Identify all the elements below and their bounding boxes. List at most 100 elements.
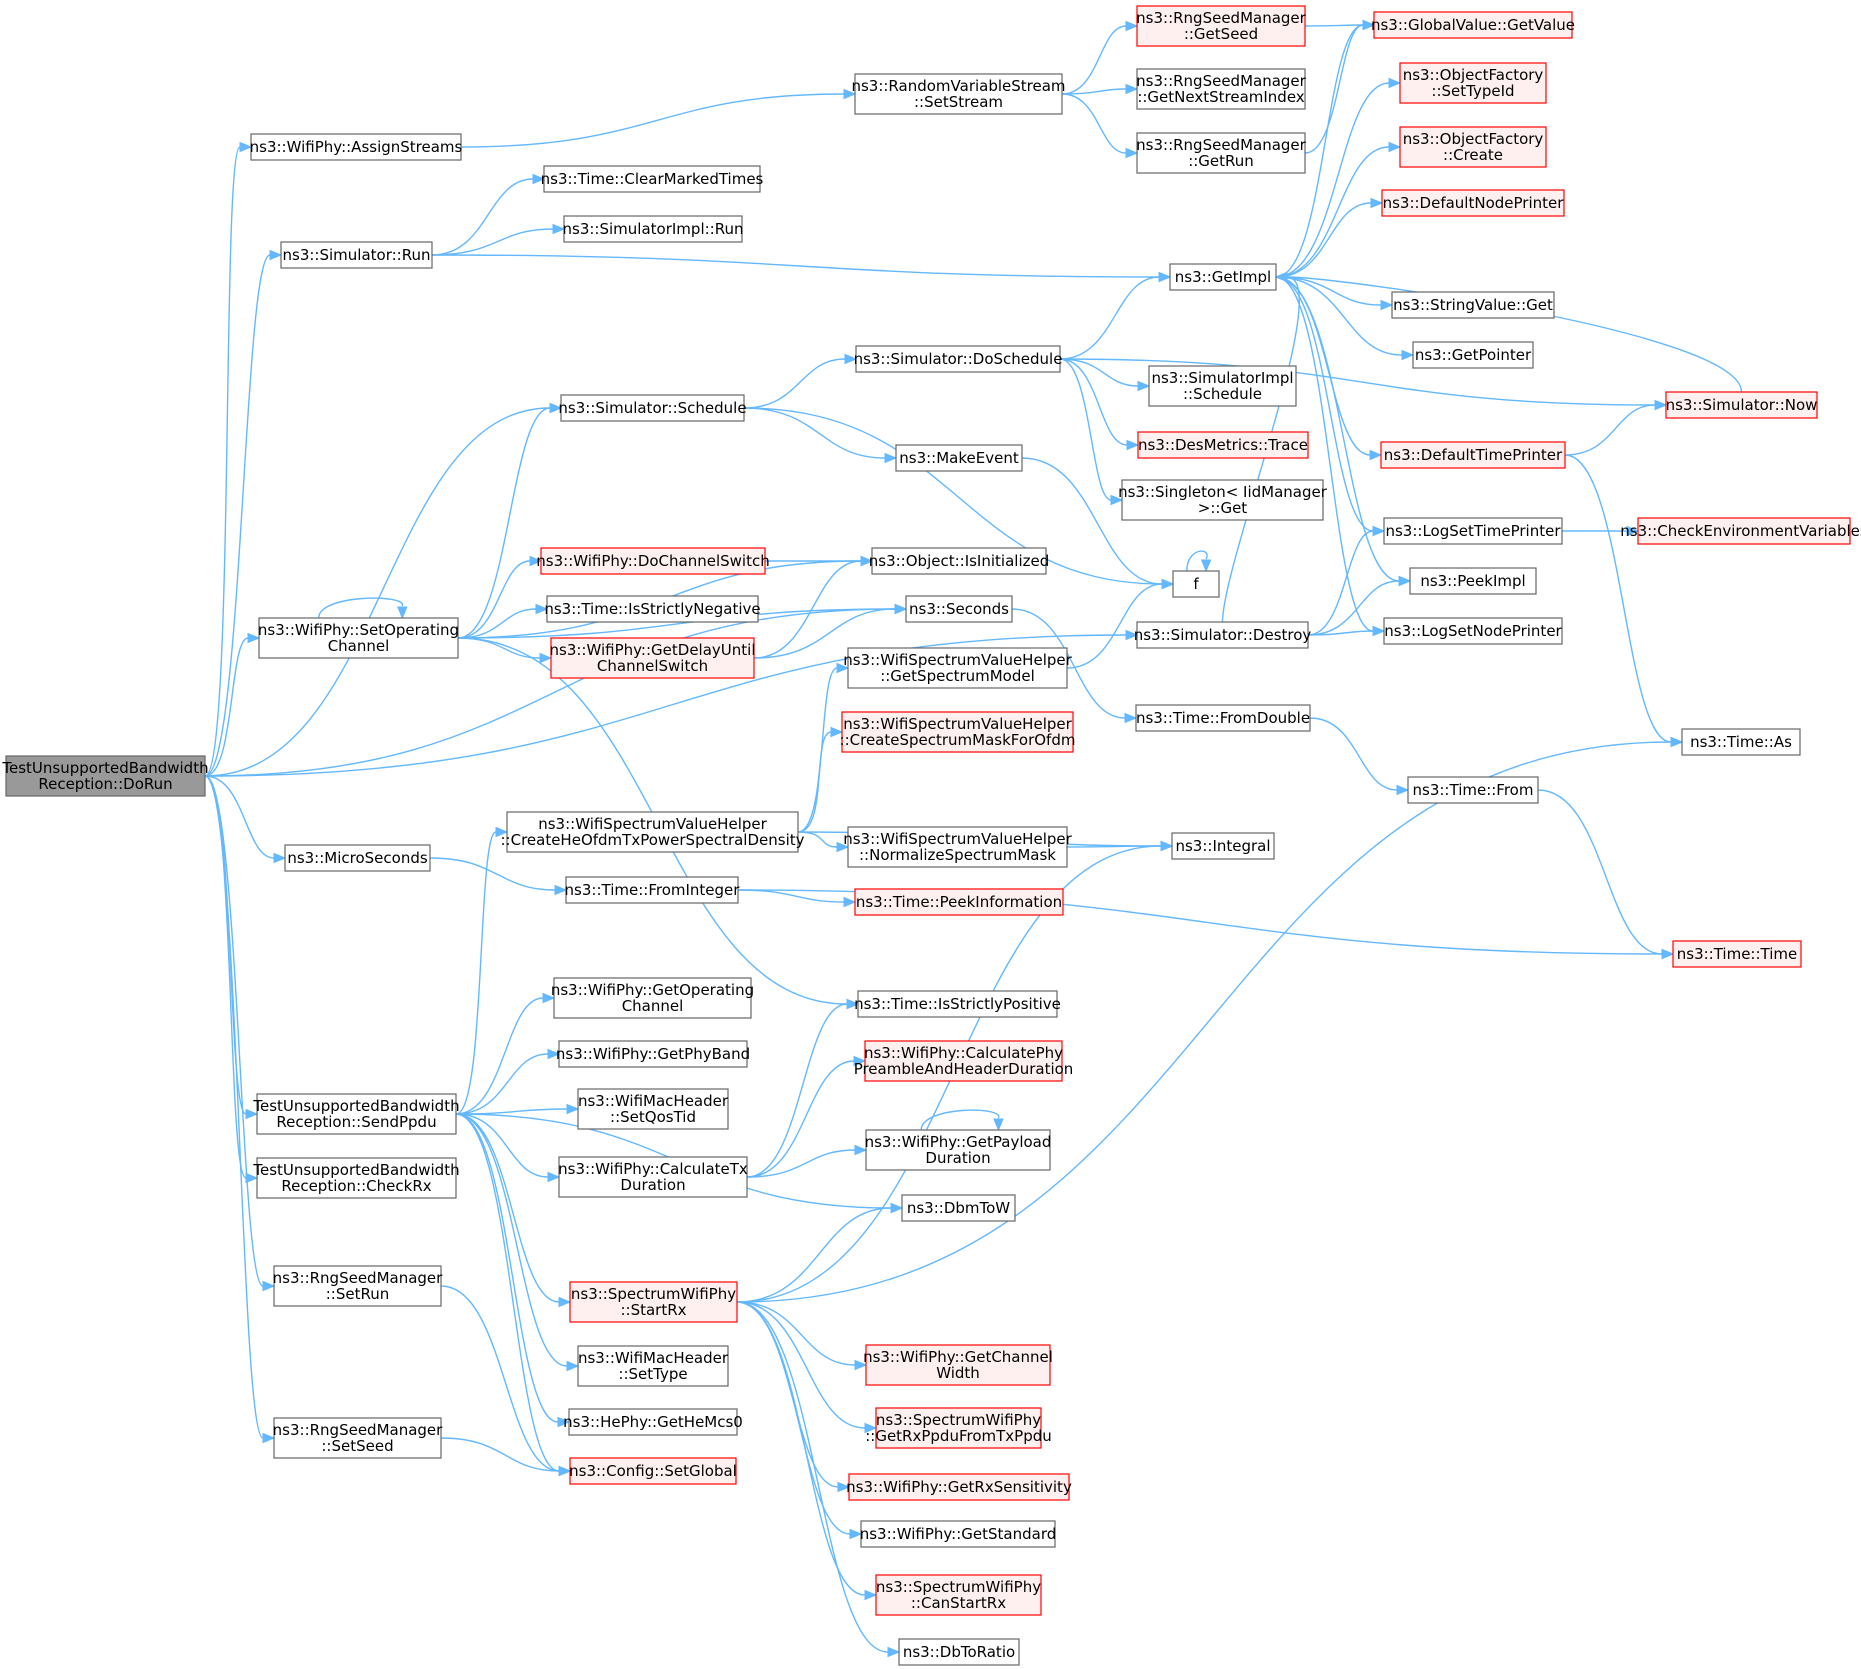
node-simimplrun[interactable]: ns3::SimulatorImpl::Run [563, 215, 744, 243]
node-getstd[interactable]: ns3::WifiPhy::GetStandard [860, 1520, 1057, 1548]
node-calctx-label-0: ns3::WifiPhy::CalculateTx [558, 1160, 748, 1178]
node-logsettime[interactable]: ns3::LogSetTimePrinter [1383, 517, 1563, 545]
edge-getimpl-to-ofsettypeid [1275, 77, 1402, 278]
node-peekimpl[interactable]: ns3::PeekImpl [1409, 567, 1537, 595]
node-calcpre[interactable]: ns3::WifiPhy::CalculatePhyPreambleAndHea… [854, 1040, 1074, 1082]
node-singleton[interactable]: ns3::Singleton< IidManager>::Get [1118, 479, 1328, 521]
node-timetime[interactable]: ns3::Time::Time [1672, 940, 1802, 968]
node-getrxsens[interactable]: ns3::WifiPhy::GetRxSensitivity [846, 1473, 1072, 1501]
edge-calctx-to-strpos [746, 998, 860, 1178]
node-strneg-box [546, 595, 759, 623]
node-clearmarked[interactable]: ns3::Time::ClearMarkedTimes [541, 165, 764, 193]
node-settype[interactable]: ns3::WifiMacHeader::SetType [577, 1345, 729, 1387]
node-stringvalueget[interactable]: ns3::StringValue::Get [1391, 291, 1555, 319]
node-setglobal[interactable]: ns3::Config::SetGlobal [569, 1457, 737, 1485]
node-destrace[interactable]: ns3::DesMetrics::Trace [1137, 431, 1309, 459]
node-setrun[interactable]: ns3::RngSeedManager::SetRun [273, 1265, 444, 1307]
node-assign[interactable]: ns3::WifiPhy::AssignStreams [250, 133, 463, 161]
node-getseed[interactable]: ns3::RngSeedManager::GetSeed [1136, 5, 1307, 47]
node-seconds[interactable]: ns3::Seconds [905, 595, 1013, 623]
node-sendppdu[interactable]: TestUnsupportedBandwidthReception::SendP… [252, 1093, 460, 1135]
node-setglobal-box [569, 1457, 737, 1485]
node-dbmtow[interactable]: ns3::DbmToW [901, 1194, 1016, 1222]
node-gethemcs0[interactable]: ns3::HePhy::GetHeMcs0 [563, 1408, 743, 1436]
node-micro[interactable]: ns3::MicroSeconds [284, 844, 431, 872]
node-createhe-box [506, 811, 799, 853]
node-startrx[interactable]: ns3::SpectrumWifiPhy::StartRx [569, 1281, 738, 1323]
node-createmask[interactable]: ns3::WifiSpectrumValueHelper::CreateSpec… [840, 711, 1076, 753]
node-isinit[interactable]: ns3::Object::IsInitialized [869, 547, 1049, 575]
node-peekinfo[interactable]: ns3::Time::PeekInformation [854, 888, 1064, 916]
node-timetime-box [1672, 940, 1802, 968]
node-getimpl[interactable]: ns3::GetImpl [1169, 263, 1277, 291]
node-getphyband[interactable]: ns3::WifiPhy::GetPhyBand [556, 1040, 750, 1068]
node-peekinfo-label-0: ns3::Time::PeekInformation [856, 893, 1062, 911]
node-deftimeprinter[interactable]: ns3::DefaultTimePrinter [1380, 441, 1566, 469]
node-simsched[interactable]: ns3::Simulator::Schedule [558, 394, 747, 422]
node-getpayload-box [865, 1129, 1051, 1171]
node-strpos[interactable]: ns3::Time::IsStrictlyPositive [854, 990, 1061, 1018]
node-timeas[interactable]: ns3::Time::As [1681, 728, 1801, 756]
edge-dosched-to-simimplsched [1059, 358, 1151, 392]
edge-destroy-to-logsettime [1307, 525, 1386, 636]
node-setseed[interactable]: ns3::RngSeedManager::SetSeed [273, 1417, 444, 1459]
node-timefrom[interactable]: ns3::Time::From [1407, 776, 1539, 804]
node-getdelay-label-1: ChannelSwitch [597, 657, 708, 675]
node-getimpl-label-0: ns3::GetImpl [1175, 268, 1271, 286]
node-dochsw[interactable]: ns3::WifiPhy::DoChannelSwitch [536, 547, 770, 575]
node-root-box [5, 755, 206, 797]
node-getspecmodel[interactable]: ns3::WifiSpectrumValueHelper::GetSpectru… [843, 647, 1073, 689]
node-getnextstream[interactable]: ns3::RngSeedManager::GetNextStreamIndex [1136, 68, 1307, 110]
node-logsettime-box [1383, 517, 1563, 545]
node-ofsettypeid[interactable]: ns3::ObjectFactory::SetTypeId [1399, 62, 1547, 104]
node-gvgetvalue[interactable]: ns3::GlobalValue::GetValue [1371, 11, 1575, 39]
node-dosched[interactable]: ns3::Simulator::DoSchedule [854, 345, 1063, 373]
node-destroy[interactable]: ns3::Simulator::Destroy [1134, 621, 1312, 649]
node-canstartrx[interactable]: ns3::SpectrumWifiPhy::CanStartRx [875, 1574, 1042, 1616]
node-sendppdu-label-0: TestUnsupportedBandwidth [252, 1097, 459, 1115]
node-simnow[interactable]: ns3::Simulator::Now [1665, 391, 1818, 419]
node-checkrx[interactable]: TestUnsupportedBandwidthReception::Check… [252, 1157, 460, 1199]
node-simimplsched[interactable]: ns3::SimulatorImpl::Schedule [1148, 365, 1297, 407]
node-getrun[interactable]: ns3::RngSeedManager::GetRun [1136, 132, 1307, 174]
node-ofcreate[interactable]: ns3::ObjectFactory::Create [1399, 126, 1547, 168]
node-getrxppdu[interactable]: ns3::SpectrumWifiPhy::GetRxPpduFromTxPpd… [865, 1407, 1052, 1449]
node-setqostid[interactable]: ns3::WifiMacHeader::SetQosTid [577, 1088, 729, 1130]
node-strpos-label-0: ns3::Time::IsStrictlyPositive [854, 995, 1061, 1013]
node-singleton-label-1: >::Get [1198, 499, 1248, 517]
node-simimplrun-box [563, 215, 743, 243]
node-f-label-0: f [1193, 575, 1199, 593]
node-createhe[interactable]: ns3::WifiSpectrumValueHelper::CreateHeOf… [500, 811, 805, 853]
node-gvgetvalue-label-0: ns3::GlobalValue::GetValue [1371, 16, 1575, 34]
edge-destroy-to-peekimpl [1307, 575, 1412, 636]
node-getpointer[interactable]: ns3::GetPointer [1412, 341, 1534, 369]
node-fromint-box [565, 876, 739, 904]
node-makeevent[interactable]: ns3::MakeEvent [895, 444, 1023, 472]
node-singleton-box [1121, 479, 1324, 521]
node-defnodeprinter[interactable]: ns3::DefaultNodePrinter [1381, 189, 1565, 217]
node-dbtoratio[interactable]: ns3::DbToRatio [898, 1638, 1020, 1666]
node-f[interactable]: f [1172, 570, 1220, 598]
node-simrun[interactable]: ns3::Simulator::Run [280, 241, 433, 269]
node-normmask[interactable]: ns3::WifiSpectrumValueHelper::NormalizeS… [843, 826, 1073, 868]
node-checkenv[interactable]: ns3::CheckEnvironmentVariables [1620, 517, 1861, 545]
node-integral[interactable]: ns3::Integral [1171, 832, 1275, 860]
edge-startrx-to-dbtoratio [736, 1301, 901, 1658]
node-defnodeprinter-label-0: ns3::DefaultNodePrinter [1383, 194, 1565, 212]
node-fromdouble[interactable]: ns3::Time::FromDouble [1135, 704, 1311, 732]
node-setseed-label-1: ::SetSeed [321, 1437, 393, 1455]
node-simrun-box [280, 241, 433, 269]
node-fromint[interactable]: ns3::Time::FromInteger [565, 876, 741, 904]
node-rvss[interactable]: ns3::RandomVariableStream::SetStream [851, 73, 1066, 115]
node-peekimpl-box [1409, 567, 1537, 595]
node-strneg[interactable]: ns3::Time::IsStrictlyNegative [544, 595, 761, 623]
node-logsetnode[interactable]: ns3::LogSetNodePrinter [1383, 617, 1563, 645]
edge-sendppdu-to-settype [455, 1113, 580, 1372]
